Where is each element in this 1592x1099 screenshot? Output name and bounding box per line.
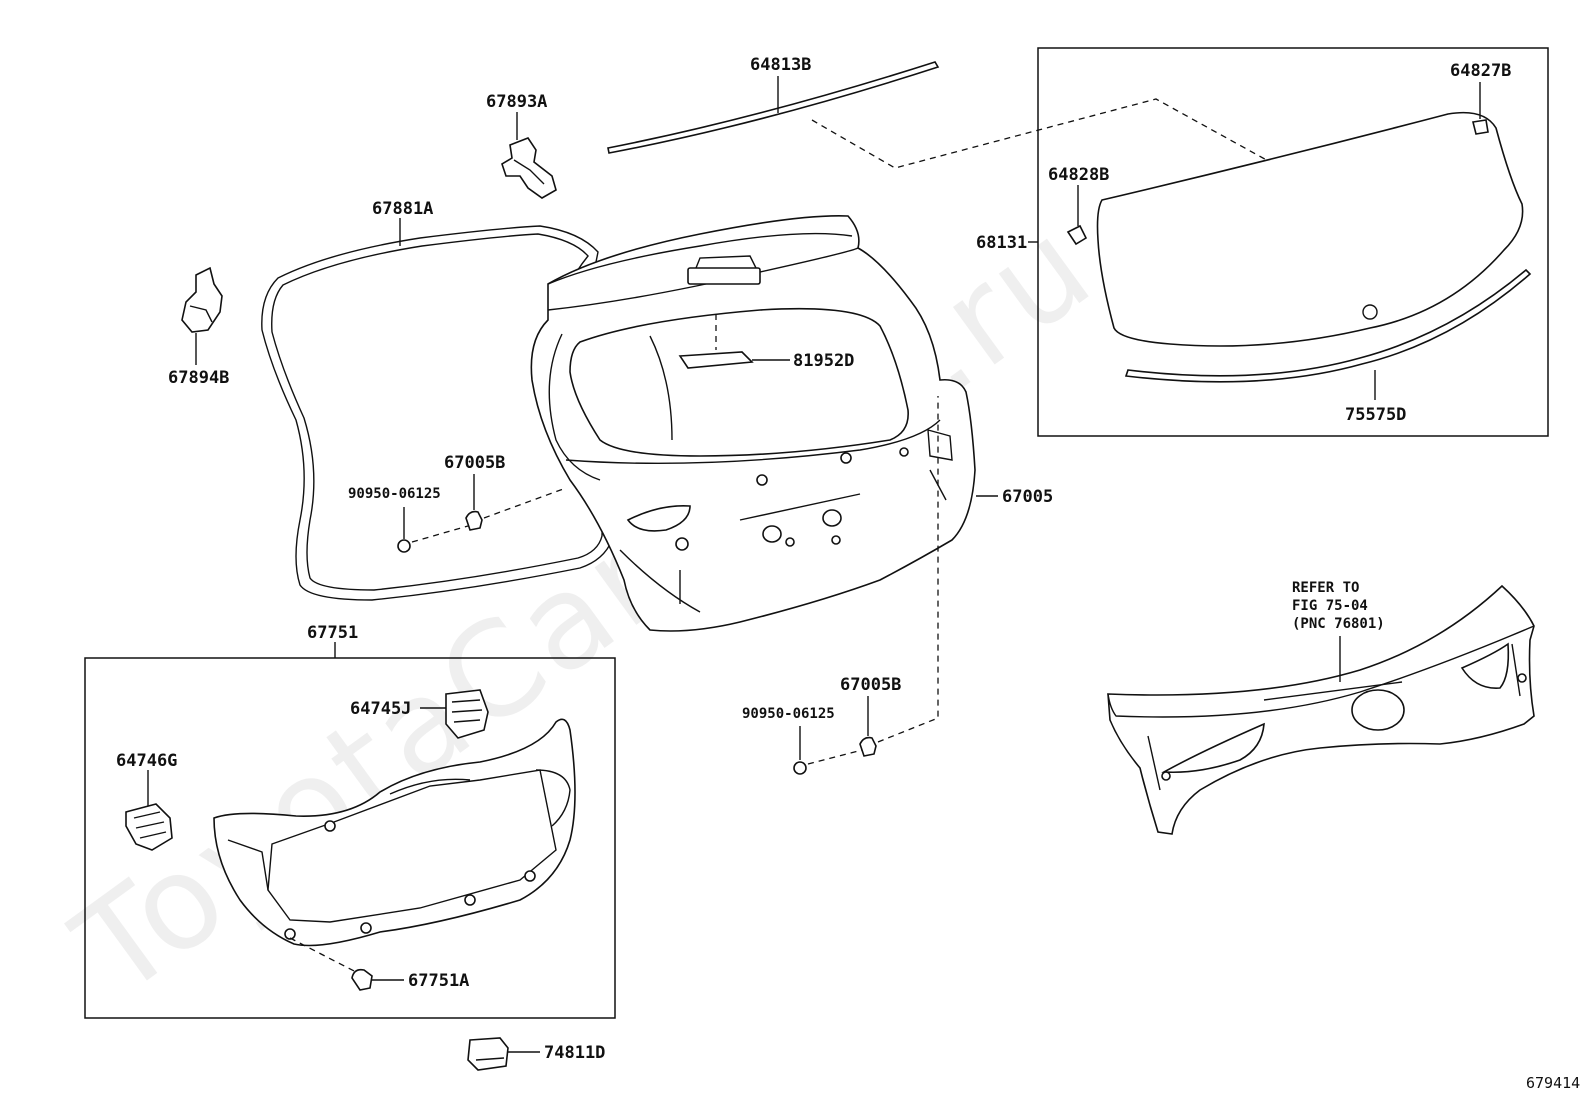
handle-74811d[interactable] (467, 1037, 509, 1071)
cover-64745j[interactable] (445, 689, 489, 739)
label-64745j: 64745J (350, 699, 411, 719)
garnish-pnc-76801[interactable] (1107, 584, 1535, 835)
molding-64813b[interactable] (607, 61, 940, 154)
cover-64746g[interactable] (125, 803, 173, 851)
stopper-64828b[interactable] (1066, 224, 1088, 246)
cushion-90950-bottom[interactable] (793, 761, 807, 775)
figure-number: 679414 (1526, 1074, 1580, 1092)
label-90950-bottom: 90950-06125 (742, 706, 835, 722)
label-64828b: 64828B (1048, 165, 1109, 185)
label-64746g: 64746G (116, 751, 177, 771)
refer-note-line3: (PNC 76801) (1292, 616, 1385, 632)
label-67005b-bottom: 67005B (840, 675, 901, 695)
back-window-glass-68131[interactable] (1096, 111, 1524, 347)
stopper-67005b-top[interactable] (465, 510, 483, 531)
label-74811d: 74811D (544, 1043, 605, 1063)
label-81952d: 81952D (793, 351, 854, 371)
label-64813b: 64813B (750, 55, 811, 75)
label-67893a: 67893A (486, 92, 547, 112)
weatherstrip-67881a[interactable] (261, 225, 613, 601)
label-67005: 67005 (1002, 487, 1053, 507)
label-67005b-top: 67005B (444, 453, 505, 473)
label-67751: 67751 (307, 623, 358, 643)
label-67894b: 67894B (168, 368, 229, 388)
hinge-67893a[interactable] (501, 137, 557, 199)
refer-note-line1: REFER TO (1292, 580, 1359, 596)
refer-note-line2: FIG 75-04 (1292, 598, 1368, 614)
stop-lamp-81952d[interactable] (678, 351, 754, 369)
label-64827b: 64827B (1450, 61, 1511, 81)
label-75575d: 75575D (1345, 405, 1406, 425)
clip-67751a[interactable] (351, 968, 373, 991)
label-90950-top: 90950-06125 (348, 486, 441, 502)
hinge-67894b[interactable] (181, 266, 223, 333)
label-67881a: 67881A (372, 199, 433, 219)
trim-board-67751[interactable] (213, 718, 576, 947)
label-68131: 68131 (976, 233, 1027, 253)
label-67751a: 67751A (408, 971, 469, 991)
trim-board-group-frame (84, 657, 616, 1019)
cushion-90950-top[interactable] (397, 539, 411, 553)
moulding-75575d[interactable] (1124, 268, 1532, 383)
stopper-64827b[interactable] (1472, 119, 1489, 135)
stopper-67005b-bottom[interactable] (859, 736, 877, 757)
back-door-panel-67005[interactable] (530, 215, 976, 632)
